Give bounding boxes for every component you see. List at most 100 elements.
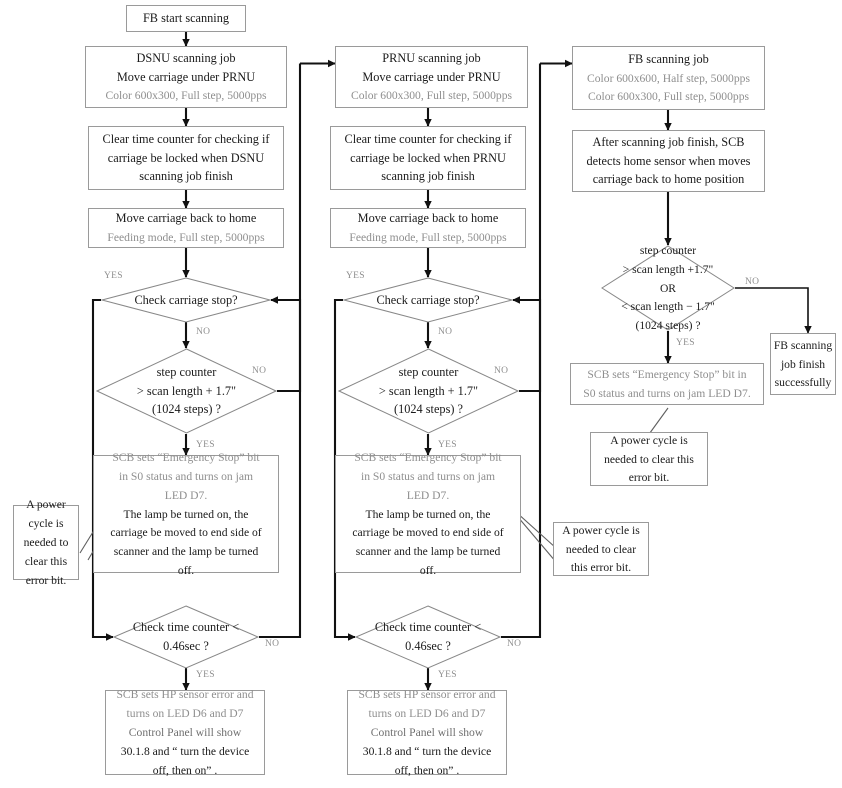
dsnu-emg-line1: SCB sets “Emergency Stop” bit [112,450,260,464]
prnu-job-line3: Color 600x300, Full step, 5000pps [350,89,513,103]
dsnu-step-line1: step counter [156,364,217,379]
dsnu-emg-line4: The lamp be turned on, the [123,507,249,521]
prnu-step-line2: > scan length + 1.7" [378,383,479,398]
fb-job-line1: FB scanning job [628,51,709,66]
dsnu-emg-line6: scanner and the lamp be turned [113,545,259,559]
node-prnu-check-time-counter[interactable]: Check time counter < 0.46sec ? [355,605,501,669]
dsnu-job-line2: Move carriage under PRNU [116,69,256,84]
node-dsnu-step-counter[interactable]: step counter > scan length + 1.7" (1024 … [96,348,277,434]
dsnu-clear-line3: scanning job finish [139,169,233,184]
node-dsnu-check-carriage-stop[interactable]: Check carriage stop? [101,277,271,323]
dsnu-hp-line5: off, then on” . [152,763,218,777]
prnu-job-line1: PRNU scanning job [382,50,481,65]
edge-label-c1-stop-no: NO [196,327,211,337]
node-dsnu-emergency-stop[interactable]: SCB sets “Emergency Stop” bit in S0 stat… [93,451,279,577]
node-prnu-hp-sensor-error[interactable]: SCB sets HP sensor error and turns on LE… [347,688,507,777]
edge-label-c2-time-no: NO [507,639,522,649]
node-fb-scanning-job[interactable]: FB scanning job Color 600x600, Half step… [572,46,765,110]
node-dsnu-check-time-counter[interactable]: Check time counter < 0.46sec ? [113,605,259,669]
dsnu-emg-line3: LED D7. [164,488,208,502]
node-fb-step-counter[interactable]: step counter > scan length +1.7" OR < sc… [601,243,735,333]
node-prnu-scanning-job[interactable]: PRNU scanning job Move carriage under PR… [335,46,528,108]
node-prnu-emergency-stop[interactable]: SCB sets “Emergency Stop” bit in S0 stat… [335,451,521,577]
edge-label-c1-step-no: NO [252,366,267,376]
prnu-home-line1: Move carriage back to home [357,211,499,226]
dsnu-job-line3: Color 600x300, Full step, 5000pps [105,89,267,103]
edge-label-c3-yes: YES [676,338,695,348]
prnu-emg-line2: in S0 status and turns on jam [361,469,495,483]
node-start-label: FB start scanning [142,11,230,26]
fb-step-line5: (1024 steps) ? [635,319,701,333]
node-prnu-clear-time-counter[interactable]: Clear time counter for checking if carri… [330,126,526,190]
prnu-time-line1: Check time counter < [374,620,482,635]
prnu-home-line2: Feeding mode, Full step, 5000pps [349,231,507,244]
prnu-hp-line4: 30.1.8 and “ turn the device [362,744,492,758]
edge-label-c2-time-yes: YES [438,670,457,680]
prnu-hp-line3: Control Panel will show [370,726,484,740]
node-fb-finish-successfully[interactable]: FB scanning job finish successfully [770,333,836,395]
fb-emg-line2: S0 status and turns on jam LED D7. [583,387,751,400]
dsnu-note-line5: error bit. [25,573,67,587]
prnu-step-line1: step counter [398,364,459,379]
dsnu-step-line3: (1024 steps) ? [152,402,221,417]
node-dsnu-clear-time-counter[interactable]: Clear time counter for checking if carri… [88,126,284,190]
fb-note-line1: A power cycle is [610,433,688,447]
dsnu-time-line2: 0.46sec ? [163,639,209,653]
prnu-clear-line3: scanning job finish [381,169,475,184]
dsnu-emg-line5: carriage be moved to end side of [110,526,262,540]
dsnu-check-stop-label: Check carriage stop? [134,292,238,307]
prnu-job-line2: Move carriage under PRNU [362,69,501,84]
dsnu-clear-line2: carriage be locked when DSNU [107,150,265,165]
dsnu-emg-line7: off. [177,564,195,578]
prnu-emg-line6: scanner and the lamp be turned [355,545,501,559]
dsnu-home-line1: Move carriage back to home [115,211,257,226]
dsnu-home-line2: Feeding mode, Full step, 5000pps [107,231,265,244]
edge-label-c1-time-no: NO [265,639,280,649]
note-fb-power-cycle: A power cycle is needed to clear this er… [590,432,708,486]
note-dsnu-power-cycle: A power cycle is needed to clear this er… [13,498,79,587]
fb-job-line2: Color 600x600, Half step, 5000pps [587,71,750,85]
node-dsnu-hp-sensor-error[interactable]: SCB sets HP sensor error and turns on LE… [105,688,265,777]
prnu-emg-line3: LED D7. [406,488,450,502]
fb-job-line3: Color 600x300, Full step, 5000pps [587,90,750,104]
node-prnu-check-carriage-stop[interactable]: Check carriage stop? [343,277,513,323]
edge-label-c1-time-yes: YES [196,670,215,680]
prnu-emg-line7: off. [419,564,437,578]
dsnu-clear-line1: Clear time counter for checking if [102,131,270,146]
prnu-step-line3: (1024 steps) ? [394,402,463,417]
prnu-emg-line5: carriage be moved to end side of [352,526,504,540]
edge-label-c2-stop-no: NO [438,327,453,337]
fb-finish-line1: FB scanning [773,338,833,352]
dsnu-hp-line1: SCB sets HP sensor error and [116,688,254,702]
node-dsnu-scanning-job[interactable]: DSNU scanning job Move carriage under PR… [85,46,287,108]
dsnu-note-line2: cycle is [28,517,64,531]
prnu-hp-line5: off, then on” . [394,763,460,777]
edge-label-c1-step-yes: YES [196,440,215,450]
note-prnu-power-cycle: A power cycle is needed to clear this er… [553,522,649,576]
fb-after-line1: After scanning job finish, SCB [592,134,745,149]
prnu-note-line2: needed to clear [565,542,637,556]
dsnu-emg-line2: in S0 status and turns on jam [119,469,253,483]
fb-step-line1: step counter [639,243,697,257]
dsnu-step-line2: > scan length + 1.7" [136,383,237,398]
node-prnu-step-counter[interactable]: step counter > scan length + 1.7" (1024 … [338,348,519,434]
dsnu-hp-line4: 30.1.8 and “ turn the device [120,744,250,758]
fb-finish-line3: successfully [774,376,832,390]
dsnu-job-line1: DSNU scanning job [136,50,236,65]
edge-label-c3-no: NO [745,277,760,287]
fb-after-line2: detects home sensor when moves [586,153,751,168]
prnu-check-stop-label: Check carriage stop? [376,292,480,307]
node-dsnu-move-home[interactable]: Move carriage back to home Feeding mode,… [88,208,284,248]
node-prnu-move-home[interactable]: Move carriage back to home Feeding mode,… [330,208,526,248]
prnu-clear-line2: carriage be locked when PRNU [350,150,506,165]
prnu-hp-line2: turns on LED D6 and D7 [368,707,486,721]
node-fb-after-scanning[interactable]: After scanning job finish, SCB detects h… [572,130,765,192]
node-start[interactable]: FB start scanning [126,5,246,32]
node-fb-emergency-stop[interactable]: SCB sets “Emergency Stop” bit in S0 stat… [570,363,764,405]
fb-step-line2: > scan length +1.7" [622,262,714,276]
prnu-note-line1: A power cycle is [562,523,640,537]
fb-finish-line2: job finish [780,357,826,371]
prnu-time-line2: 0.46sec ? [405,639,451,653]
prnu-emg-line1: SCB sets “Emergency Stop” bit [354,450,502,464]
